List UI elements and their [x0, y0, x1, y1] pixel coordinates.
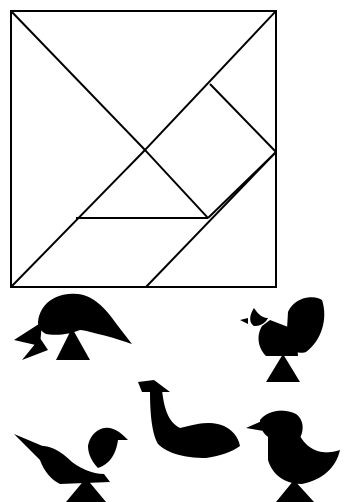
bird-silhouette-swooping: [14, 294, 132, 360]
bird-silhouette-perched: [14, 428, 128, 502]
piece-edge: [145, 150, 208, 218]
duck-silhouette: [246, 411, 340, 502]
rooster-silhouette: [240, 297, 324, 382]
piece-edge: [210, 84, 276, 152]
swan-silhouette: [138, 380, 240, 458]
tangram-square: [11, 11, 276, 287]
piece-edge: [145, 11, 276, 150]
piece-edge: [11, 11, 145, 150]
